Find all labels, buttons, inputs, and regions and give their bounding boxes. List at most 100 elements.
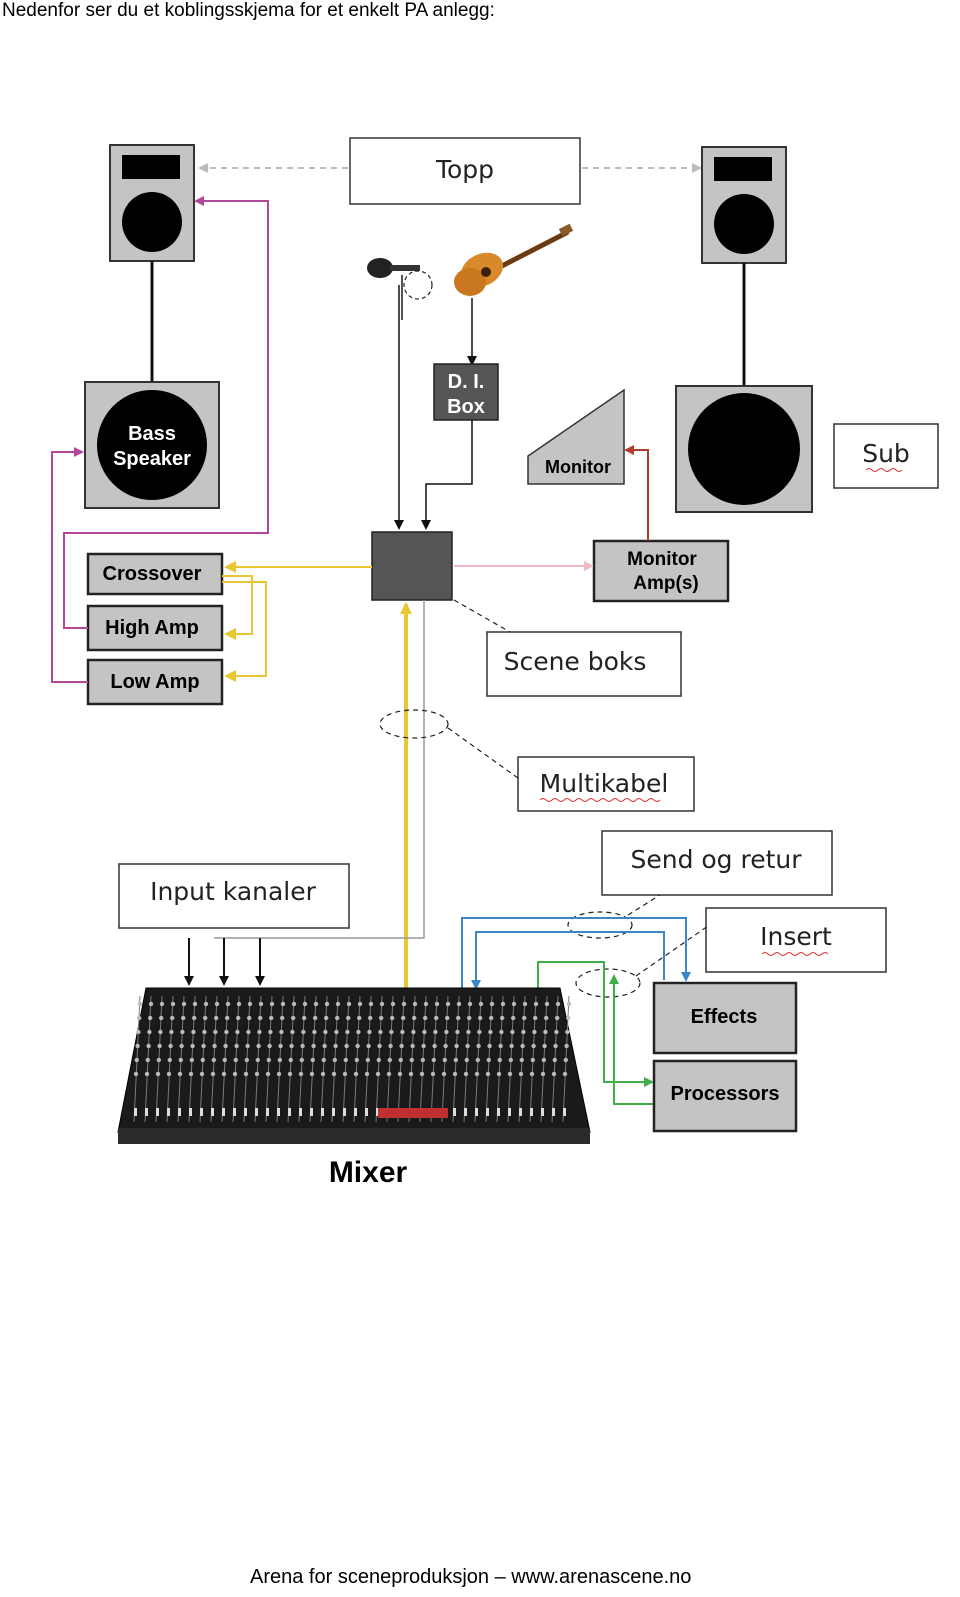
- mixer-knob: [543, 1029, 548, 1035]
- mixer-knob: [201, 1043, 206, 1049]
- mixer-knob: [365, 1057, 370, 1063]
- mixer-knob: [497, 1057, 502, 1063]
- mixer-fader: [552, 1108, 555, 1116]
- mixer-knob: [256, 1043, 261, 1049]
- mixer-knob: [181, 1015, 186, 1021]
- mixer-knob: [170, 1001, 176, 1007]
- mixer-knob: [368, 1001, 374, 1007]
- mixer-knob: [399, 1043, 404, 1049]
- mixer-knob: [522, 1001, 528, 1007]
- mixer-knob: [269, 1015, 274, 1021]
- mixer-knob: [529, 1071, 535, 1077]
- topp-label-box: Topp: [349, 137, 581, 205]
- mixer-knob: [500, 1015, 505, 1021]
- mixer-knob: [146, 1043, 151, 1049]
- mixer-knob: [498, 1043, 503, 1049]
- mixer-knob: [345, 1029, 350, 1035]
- mixer-knob: [278, 1043, 283, 1049]
- mixer-knob: [398, 1057, 403, 1063]
- mixer-knob: [475, 1057, 480, 1063]
- mixer-knob: [566, 1015, 571, 1021]
- mixer-knob: [346, 1001, 352, 1007]
- mixer-knob: [324, 1015, 329, 1021]
- mixer-knob: [562, 1071, 568, 1077]
- high-amp-to-top-speaker-cable: [63, 196, 269, 629]
- mixer-knob: [378, 1029, 383, 1035]
- mixer-knob: [214, 1015, 219, 1021]
- mixer-knob: [454, 1043, 459, 1049]
- insert-label: Insert: [760, 922, 832, 951]
- mixer-knob: [137, 1015, 142, 1021]
- mixer-knob: [245, 1043, 250, 1049]
- mixer-knob: [445, 1015, 450, 1021]
- mixer-knob: [200, 1057, 205, 1063]
- mixer-knob: [156, 1057, 161, 1063]
- mixer-knob: [254, 1071, 260, 1077]
- mixer-knob: [474, 1071, 480, 1077]
- mixer-knob: [465, 1043, 470, 1049]
- mixer-fader: [277, 1108, 280, 1116]
- mixer-knob: [290, 1029, 295, 1035]
- mixer-fader: [211, 1108, 214, 1116]
- mixer-knob: [324, 1001, 330, 1007]
- mixer-knob: [170, 1015, 175, 1021]
- mixer-knob: [410, 1043, 415, 1049]
- mixer-knob: [419, 1071, 425, 1077]
- mixer-knob: [518, 1071, 524, 1077]
- mixer-fader: [200, 1108, 203, 1116]
- mixer-knob: [551, 1071, 557, 1077]
- bass-speaker-label-1: Bass: [128, 423, 176, 445]
- return-cable: [471, 931, 665, 990]
- mixer-knob: [531, 1043, 536, 1049]
- mixer-knob: [288, 1057, 293, 1063]
- mixer-knob: [412, 1001, 418, 1007]
- mixer-knob: [322, 1043, 327, 1049]
- mixer-knob: [540, 1071, 546, 1077]
- mixer-knob: [222, 1057, 227, 1063]
- mixer-knob: [552, 1057, 557, 1063]
- multicable-grey: [214, 600, 425, 939]
- mixer-knob: [445, 1001, 451, 1007]
- mixer-knob: [167, 1057, 172, 1063]
- mixer-knob: [434, 1015, 439, 1021]
- multikabel-marker: [379, 709, 449, 739]
- crossover-to-low-amp-cable: [222, 581, 267, 682]
- mixer-knob: [302, 1001, 308, 1007]
- input-kanaler-label: Input kanaler: [150, 877, 317, 906]
- mixer-knob: [203, 1015, 208, 1021]
- mixer-knob: [190, 1043, 195, 1049]
- mixer-knob: [485, 1071, 491, 1077]
- mixer-fader: [266, 1108, 269, 1116]
- multikabel-pointer: [447, 727, 519, 779]
- mixer-knob: [159, 1015, 164, 1021]
- mixer-fader: [134, 1108, 137, 1116]
- mixer-knob: [246, 1029, 251, 1035]
- mixer-knob: [289, 1043, 294, 1049]
- mixer-knob: [433, 1029, 438, 1035]
- mixer-knob: [443, 1043, 448, 1049]
- send-retur-pointer: [627, 894, 661, 916]
- mixer-knob: [456, 1015, 461, 1021]
- monitor-amp-to-wedge-cable: [624, 445, 649, 541]
- mixer-knob: [532, 1029, 537, 1035]
- insert-marker: [575, 968, 641, 998]
- mixer-knob: [353, 1071, 359, 1077]
- scene-box: [371, 531, 453, 601]
- mixer-knob: [420, 1057, 425, 1063]
- mixer-knob: [310, 1057, 315, 1063]
- mixer-knob: [267, 1043, 272, 1049]
- mixer-knob: [158, 1029, 163, 1035]
- mixer-fader: [156, 1108, 159, 1116]
- mixer-knob: [434, 1001, 440, 1007]
- mixer-knob: [476, 1043, 481, 1049]
- sub-label-box: Sub: [833, 423, 939, 489]
- mixer-fader: [288, 1108, 291, 1116]
- mixer-knob: [511, 1001, 517, 1007]
- guitar-icon: [454, 223, 574, 296]
- mixer-fader: [244, 1108, 247, 1116]
- mixer-knob: [555, 1001, 561, 1007]
- page-footer: Arena for sceneproduksjon – www.arenasce…: [250, 1566, 692, 1588]
- mixer-knob: [401, 1015, 406, 1021]
- mixer-fader: [189, 1108, 192, 1116]
- low-amp-label: Low Amp: [110, 671, 199, 693]
